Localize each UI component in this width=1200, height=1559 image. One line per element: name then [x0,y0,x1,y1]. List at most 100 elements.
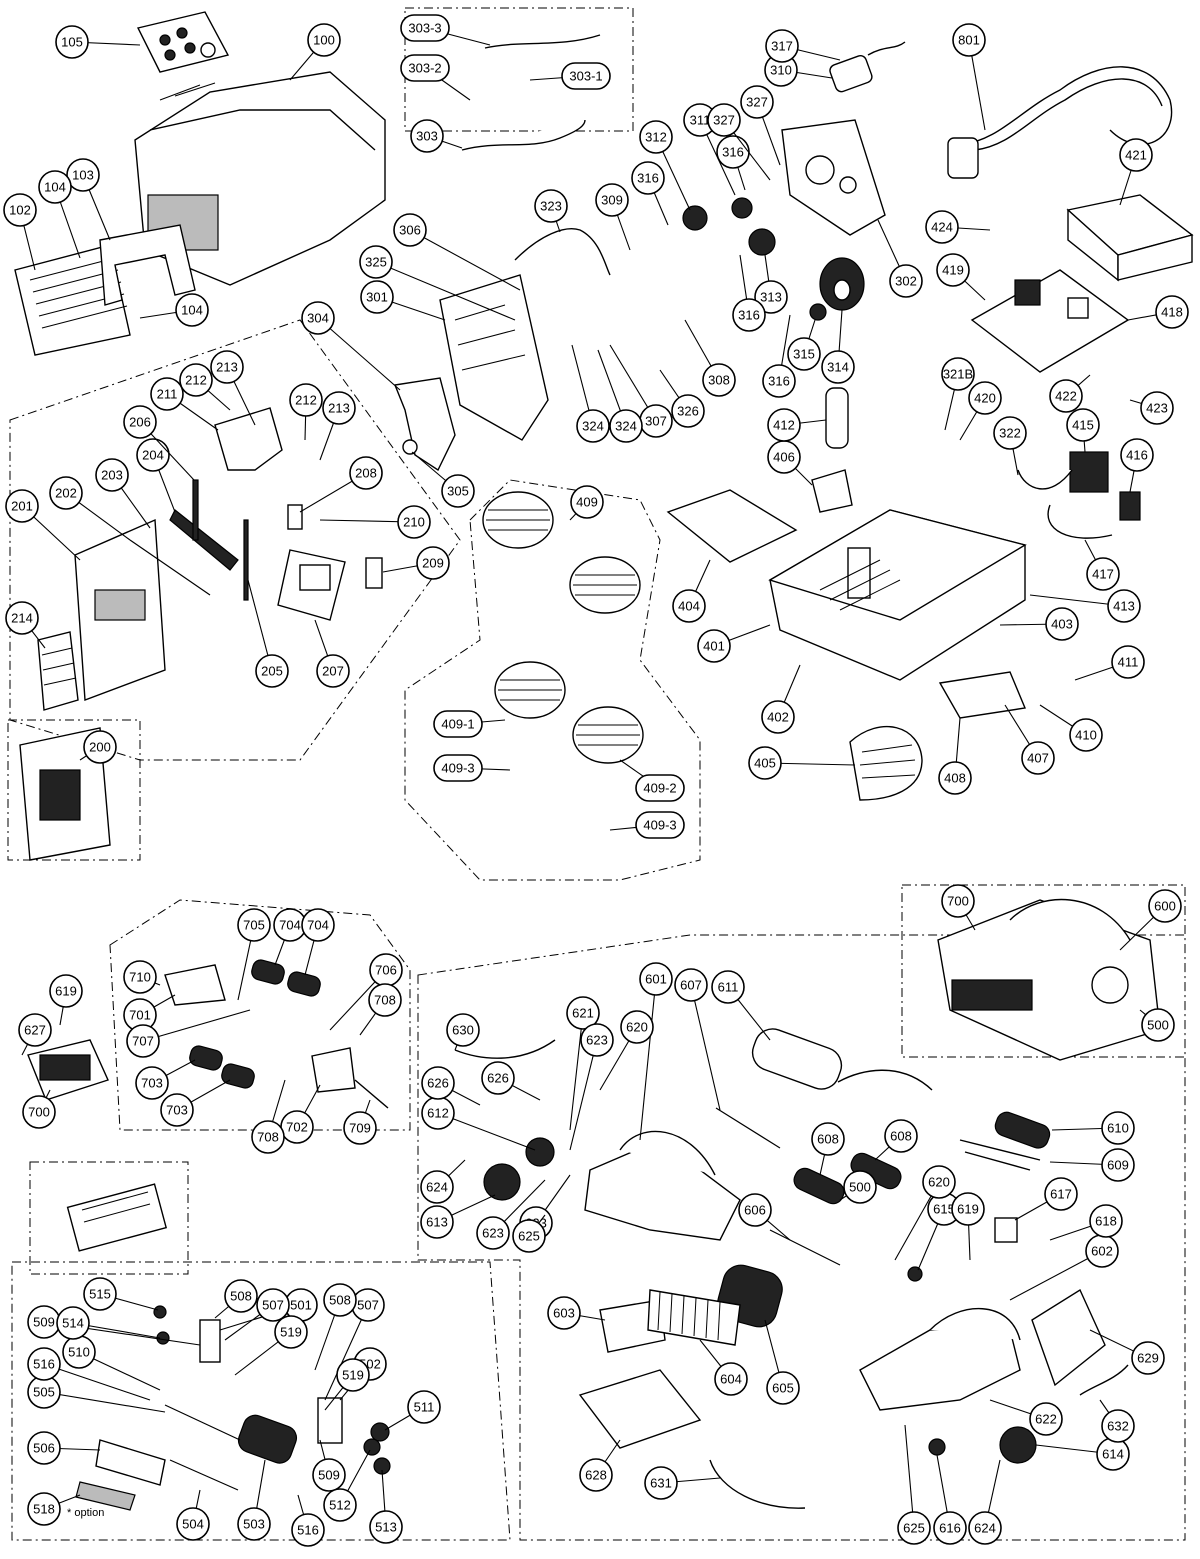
group-200-box [7,719,141,861]
plate-207 [277,549,346,621]
callout-number: 507 [357,1298,379,1313]
bracket-208 [287,504,303,530]
strip-518 [75,1481,136,1511]
callout-bubble [639,120,673,154]
heater-409-parts [482,491,644,764]
callout-number: 315 [793,347,815,362]
clip-209 [365,557,383,589]
callout-number: 708 [257,1130,279,1145]
callout-625b: 625 [897,1424,931,1545]
callout-number: 704 [307,918,329,933]
leader-line [409,229,521,291]
callout-bubble [576,409,610,443]
callout-number: 601 [645,972,667,987]
callout-number: 404 [678,599,700,614]
callout-number: 512 [329,1498,351,1513]
leader-line [904,1424,915,1529]
callout-number: 704 [279,918,301,933]
callout-bubble [433,710,483,738]
callout-407: 407 [1004,704,1055,775]
callout-411: 411 [1074,645,1145,681]
callout-212a: 212 [179,363,231,411]
callout-number: 628 [585,1468,607,1483]
callout-bubble [251,1120,285,1154]
callout-bubble [126,1024,160,1058]
callout-409-3a: 409-3 [433,754,511,782]
leader-line [142,1009,251,1042]
bracket-617 [994,1217,1018,1243]
callout-623a: 623 [569,1023,614,1151]
callout-bubble [547,1296,581,1330]
callout-number: 314 [827,360,849,375]
callout-619a: 619 [49,974,83,1026]
callout-number: 211 [157,387,178,402]
callout-603: 603 [547,1296,606,1330]
callout-number: 619 [55,984,77,999]
callout-406: 406 [767,440,813,486]
callout-bubble [307,23,341,57]
callout-212b: 212 [289,383,323,441]
callout-number: 419 [942,263,964,278]
callout-number: 607 [680,978,702,993]
frame-602 [859,1308,1021,1411]
callout-number: 213 [328,401,350,416]
callout-number: 600 [1154,899,1176,914]
callout-number: 105 [61,35,83,50]
callout-number: 423 [1146,401,1168,416]
callout-number: 202 [55,486,77,501]
callout-bubble [323,1283,357,1317]
callout-number: 303-3 [408,21,441,36]
callout-number: 411 [1118,655,1139,670]
callout-number: 418 [1161,305,1183,320]
callout-number: 407 [1027,751,1049,766]
plate-407 [938,671,1026,719]
callout-number: 302 [895,274,917,289]
strips-202-206 [129,479,249,601]
callout-number: 615 [933,1202,955,1217]
callout-number: 513 [375,1520,397,1535]
callout-bubble [420,1170,454,1204]
callout-207: 207 [314,619,350,688]
callout-number: 307 [645,414,667,429]
callout-number: 500 [1147,1018,1169,1033]
callout-bubble [343,1111,377,1145]
callout-416: 416 [1120,438,1154,493]
cable-303 [461,119,586,151]
callout-308: 308 [684,319,736,397]
callout-313: 313 [754,254,788,314]
callout-number: 609 [1107,1158,1129,1173]
callout-number: 401 [703,639,725,654]
callout-323: 323 [534,189,568,233]
callout-bubble [369,1510,403,1544]
callout-bubble [397,505,431,539]
callout-bubble [1029,1402,1063,1436]
callout-513: 513 [369,1469,403,1544]
callout-number: 200 [89,740,111,755]
callout-bubble [441,474,475,508]
callout-number: 702 [286,1120,308,1135]
callout-421: 421 [1119,138,1153,206]
callout-bubble [952,23,986,57]
callout-410: 410 [1039,704,1103,752]
callout-number: 409-1 [441,717,474,732]
board-629 [1031,1288,1106,1387]
callout-208: 208 [299,456,383,513]
callout-bubble [767,408,801,442]
gear-315 [809,303,827,321]
callout-321b: 321B [941,357,975,431]
callout-202: 202 [49,476,131,541]
callout-bubble [620,1010,654,1044]
callout-number: 409-3 [441,761,474,776]
callout-bubble [160,1093,194,1127]
callout-number: 624 [974,1521,996,1536]
leader-line [437,1112,536,1151]
callout-306: 306 [393,213,521,291]
roller-610 [994,1111,1051,1149]
callout-number: 327 [713,113,735,128]
cable-630 [454,1039,556,1059]
callout-213b: 213 [319,391,356,461]
callout-number: 506 [33,1441,55,1456]
callout-number: 305 [447,484,469,499]
callout-number: 409-2 [643,781,676,796]
callout-621: 621 [566,996,600,1131]
